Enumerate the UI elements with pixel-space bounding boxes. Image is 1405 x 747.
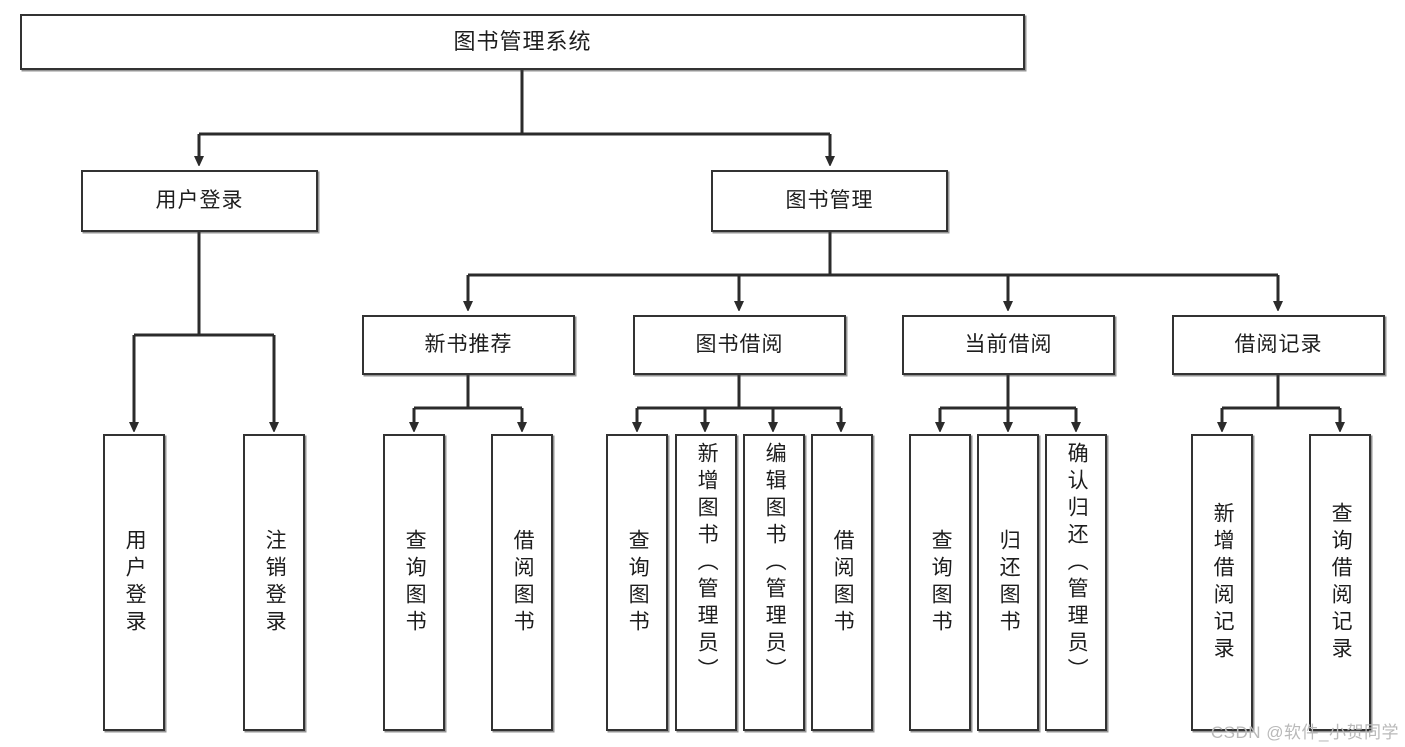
leaf-book-borrow-query[interactable]: 查询图书 xyxy=(606,434,668,731)
node-user-login[interactable]: 用户登录 xyxy=(81,170,318,232)
node-borrow-record[interactable]: 借阅记录 xyxy=(1172,315,1385,375)
leaf-current-borrow-confirm[interactable]: 确认归还（管理员） xyxy=(1045,434,1107,731)
leaf-current-borrow-return[interactable]: 归还图书 xyxy=(977,434,1039,731)
node-book-management-label: 图书管理 xyxy=(785,188,874,212)
leaf-user-login-login-label: 用户登录 xyxy=(123,528,147,637)
node-book-borrow[interactable]: 图书借阅 xyxy=(633,315,846,375)
node-borrow-record-label: 借阅记录 xyxy=(1234,332,1323,356)
node-book-management[interactable]: 图书管理 xyxy=(711,170,948,232)
leaf-new-book-borrow[interactable]: 借阅图书 xyxy=(491,434,553,731)
node-book-borrow-label: 图书借阅 xyxy=(695,332,784,356)
leaf-current-borrow-return-label: 归还图书 xyxy=(997,528,1021,637)
leaf-user-login-login[interactable]: 用户登录 xyxy=(103,434,165,731)
leaf-user-login-logout-label: 注销登录 xyxy=(263,528,287,637)
leaf-current-borrow-query-label: 查询图书 xyxy=(929,528,953,637)
leaf-current-borrow-query[interactable]: 查询图书 xyxy=(909,434,971,731)
leaf-new-book-query-label: 查询图书 xyxy=(403,528,427,637)
leaf-borrow-record-add-label: 新增借阅记录 xyxy=(1211,501,1235,664)
node-user-login-label: 用户登录 xyxy=(155,188,244,212)
leaf-book-borrow-borrow-label: 借阅图书 xyxy=(831,528,855,637)
leaf-user-login-logout[interactable]: 注销登录 xyxy=(243,434,305,731)
leaf-new-book-query[interactable]: 查询图书 xyxy=(383,434,445,731)
leaf-book-borrow-edit[interactable]: 编辑图书（管理员） xyxy=(743,434,805,731)
leaf-borrow-record-add[interactable]: 新增借阅记录 xyxy=(1191,434,1253,731)
leaf-borrow-record-query[interactable]: 查询借阅记录 xyxy=(1309,434,1371,731)
node-current-borrow[interactable]: 当前借阅 xyxy=(902,315,1115,375)
node-current-borrow-label: 当前借阅 xyxy=(964,332,1053,356)
leaf-borrow-record-query-label: 查询借阅记录 xyxy=(1329,501,1353,664)
node-new-book-recommend-label: 新书推荐 xyxy=(424,332,513,356)
leaf-book-borrow-add[interactable]: 新增图书（管理员） xyxy=(675,434,737,731)
leaf-new-book-borrow-label: 借阅图书 xyxy=(511,528,535,637)
node-root-label: 图书管理系统 xyxy=(453,29,592,55)
leaf-book-borrow-borrow[interactable]: 借阅图书 xyxy=(811,434,873,731)
node-new-book-recommend[interactable]: 新书推荐 xyxy=(362,315,575,375)
leaf-book-borrow-add-label: 新增图书（管理员） xyxy=(695,442,719,685)
leaf-book-borrow-edit-label: 编辑图书（管理员） xyxy=(763,442,787,685)
node-root[interactable]: 图书管理系统 xyxy=(20,14,1025,70)
leaf-book-borrow-query-label: 查询图书 xyxy=(626,528,650,637)
leaf-current-borrow-confirm-label: 确认归还（管理员） xyxy=(1065,442,1089,685)
